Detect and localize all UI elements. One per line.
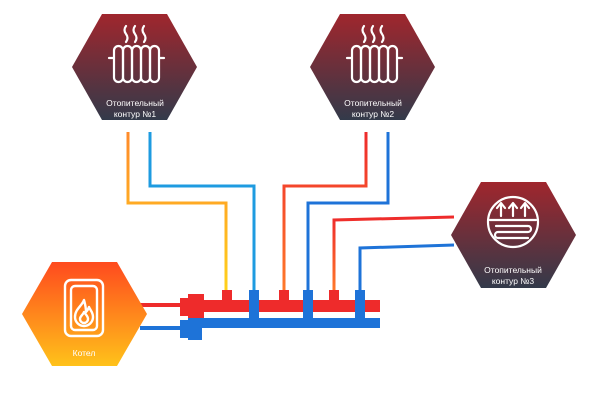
floor-heating-icon xyxy=(486,195,540,249)
pipe-circuit2-supply xyxy=(282,132,368,292)
circuit3-label-line1: Отопительный xyxy=(484,265,542,275)
pipe-circuit2-return xyxy=(306,132,390,292)
circuit1-label-line1: Отопительный xyxy=(106,98,164,108)
radiator-icon xyxy=(345,24,404,84)
pipe-circuit1-supply xyxy=(126,132,228,292)
heating-circuit-1-node: Отопительный контур №1 xyxy=(72,14,197,120)
radiator-icon xyxy=(107,24,166,84)
boiler-label: Котел xyxy=(73,348,96,358)
circuit3-label-line2: контур №3 xyxy=(492,276,535,286)
pipes xyxy=(126,132,455,330)
circuit1-label-line2: контур №1 xyxy=(114,109,157,119)
circuit2-label-line1: Отопительный xyxy=(344,98,402,108)
pipe-circuit3-return xyxy=(358,243,455,292)
pipe-circuit1-return xyxy=(148,132,256,292)
boiler-node: Котел xyxy=(22,262,147,366)
pipe-circuit3-supply xyxy=(332,215,455,292)
boiler-flame-icon xyxy=(63,278,105,338)
circuit2-label-line2: контур №2 xyxy=(352,109,395,119)
heating-circuit-3-node: Отопительный контур №3 xyxy=(451,182,576,288)
return-manifold xyxy=(188,318,380,328)
manifold xyxy=(180,290,380,340)
supply-manifold xyxy=(188,300,380,312)
heating-circuit-2-node: Отопительный контур №2 xyxy=(310,14,435,120)
